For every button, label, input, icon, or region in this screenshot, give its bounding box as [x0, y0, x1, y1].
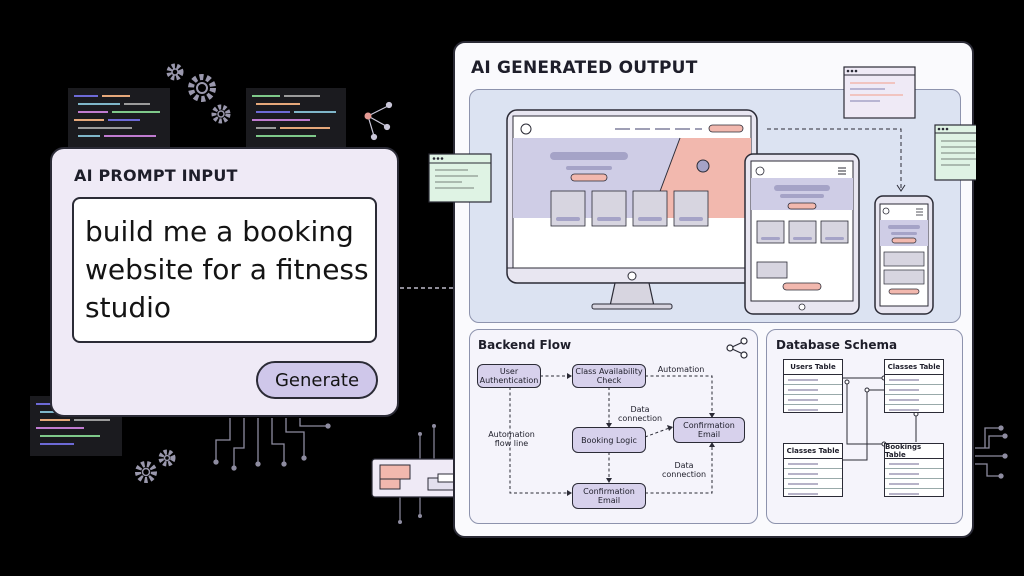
- circuit-lines: [975, 425, 1008, 479]
- generate-button[interactable]: Generate: [256, 361, 378, 399]
- arrowhead-icon: [896, 184, 906, 192]
- database-schema-title: Database Schema: [776, 338, 898, 352]
- node-user-authentication: User Authentication: [477, 364, 541, 388]
- gear-icon: [135, 449, 176, 483]
- device-mockups: [506, 109, 934, 315]
- schema-table: Bookings Table: [884, 443, 944, 497]
- desktop-mockup-icon: [506, 109, 758, 310]
- edge-label-automation-flow-line: Automation flow line: [488, 430, 535, 448]
- phone-mockup-icon: [874, 195, 934, 315]
- schema-table-title: Classes Table: [784, 444, 842, 459]
- flow-arrow: [767, 128, 902, 189]
- schema-table: Classes Table: [783, 443, 843, 497]
- output-card: AI GENERATED OUTPUT: [453, 41, 976, 538]
- gear-icon: [166, 63, 231, 124]
- schema-table: Classes Table: [884, 359, 944, 413]
- edge-label-automation: Automation: [657, 365, 705, 374]
- share-icon: [726, 337, 748, 359]
- edge-automation: [645, 375, 713, 417]
- tablet-mockup-icon: [744, 153, 860, 315]
- edge-label-data-connection: Data connection: [617, 405, 663, 423]
- frontend-preview: [469, 89, 961, 323]
- database-schema-panel: Database Schema Users Table Classes Tabl…: [766, 329, 963, 524]
- circuit-lines: [213, 418, 331, 471]
- edge-label-data-connection-2: Data connection: [661, 461, 707, 479]
- mini-window-icon: [843, 66, 916, 119]
- node-confirmation-email-bottom: Confirmation Email: [572, 483, 646, 509]
- prompt-title: AI PROMPT INPUT: [74, 166, 238, 185]
- schema-table-title: Classes Table: [885, 360, 943, 375]
- schema-table: Users Table: [783, 359, 843, 413]
- node-class-availability: Class Availability Check: [572, 364, 646, 388]
- floating-windows: [767, 66, 976, 192]
- backend-flow-edges: [509, 337, 748, 496]
- backend-flow-title: Backend Flow: [478, 338, 572, 352]
- schema-table-title: Users Table: [784, 360, 842, 375]
- backend-flow-panel: Backend Flow: [469, 329, 758, 524]
- prompt-text: build me a booking website for a fitness…: [85, 215, 369, 324]
- edge-booking-email: [644, 426, 673, 438]
- code-snippet-icon: [246, 88, 346, 148]
- output-title: AI GENERATED OUTPUT: [471, 58, 698, 78]
- edge-auth-confirmation: [509, 387, 571, 494]
- schema-table-title: Bookings Table: [885, 443, 943, 459]
- prompt-card: AI PROMPT INPUT build me a booking websi…: [50, 147, 399, 417]
- mini-window-icon: [934, 124, 976, 181]
- code-snippet-icon: [68, 88, 170, 148]
- node-confirmation-email-right: Confirmation Email: [673, 417, 745, 443]
- mini-window-icon: [428, 153, 492, 203]
- network-node-icon: [364, 101, 393, 141]
- node-booking-logic: Booking Logic: [572, 427, 646, 453]
- edge-data-connection: [645, 443, 713, 494]
- prompt-input[interactable]: build me a booking website for a fitness…: [72, 197, 377, 343]
